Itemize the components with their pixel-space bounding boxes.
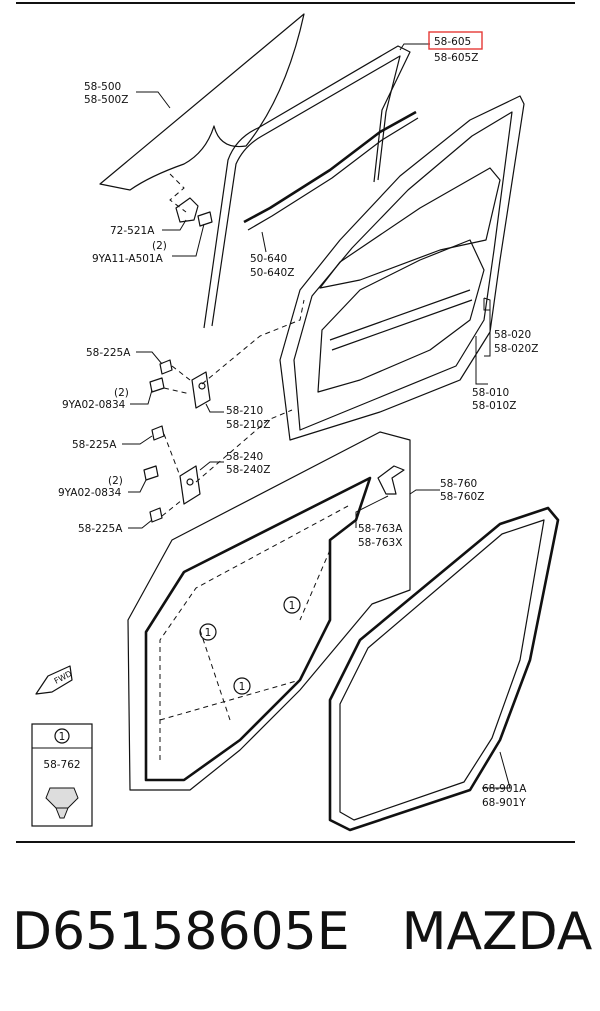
label-58-010z: 58-010Z bbox=[472, 400, 516, 412]
weatherstrip-panel-outline bbox=[127, 431, 411, 791]
bolt-58-225a-2 bbox=[151, 425, 165, 441]
label-qty-2c: (2) bbox=[108, 475, 123, 487]
brand-name: MAZDA bbox=[401, 902, 593, 962]
label-9ya11-a501a: 9YA11-A501A bbox=[92, 253, 164, 265]
label-50-640: 50-640 bbox=[250, 253, 287, 265]
clip-icon bbox=[45, 787, 79, 819]
bolt-9ya02-2 bbox=[143, 465, 159, 481]
hinge-upper-stud-dash2 bbox=[163, 387, 191, 395]
hinge-lower-stud-dash2 bbox=[161, 499, 183, 517]
label-68-901a: 68-901A bbox=[482, 783, 527, 795]
label-58-225a-3: 58-225A bbox=[78, 523, 123, 535]
hinge-upper-stud-dash bbox=[171, 365, 191, 381]
bolt-58-225a-3 bbox=[149, 507, 163, 523]
upper-hinge-leader bbox=[205, 403, 224, 413]
label-58-605: 58-605 bbox=[434, 36, 471, 48]
label-58-020z: 58-020Z bbox=[494, 343, 538, 355]
label-58-500z: 58-500Z bbox=[84, 94, 128, 106]
label-58-605z: 58-605Z bbox=[434, 52, 478, 64]
belt-moulding bbox=[243, 110, 417, 224]
opening-weatherstrip-leader bbox=[482, 751, 511, 789]
svg-text:1: 1 bbox=[289, 600, 296, 612]
bolt-58-225a-1 bbox=[159, 359, 173, 375]
label-qty-2a: (2) bbox=[152, 240, 167, 252]
upper-hinge-pin bbox=[198, 382, 206, 390]
bolt-9ya02-1-leader bbox=[130, 389, 153, 405]
callout-marker: 1 bbox=[199, 623, 217, 641]
bolt-leader bbox=[172, 223, 205, 257]
label-58-763a: 58-763A bbox=[358, 523, 403, 535]
door-inner-panel bbox=[317, 239, 485, 393]
lower-hinge bbox=[179, 465, 201, 505]
channel-leader bbox=[399, 43, 430, 51]
regulator-bracket bbox=[175, 197, 199, 223]
svg-text:1: 1 bbox=[205, 627, 212, 639]
callout-marker: 1 bbox=[233, 677, 251, 695]
bolt-9ya11 bbox=[197, 211, 213, 227]
weatherstrip-inner bbox=[144, 476, 372, 782]
svg-text:FWD: FWD bbox=[53, 669, 74, 686]
bolt-58-225a-2-leader bbox=[122, 435, 153, 445]
label-58-240: 58-240 bbox=[226, 451, 263, 463]
belt-moulding-inner bbox=[247, 117, 419, 231]
label-58-763x: 58-763X bbox=[358, 537, 402, 549]
label-58-225a-2: 58-225A bbox=[72, 439, 117, 451]
clip-58-763 bbox=[377, 465, 405, 495]
label-qty-2b: (2) bbox=[114, 387, 129, 399]
hinge-dashed-link-lower bbox=[195, 409, 293, 483]
lower-hinge-leader bbox=[199, 461, 224, 471]
label-58-240z: 58-240Z bbox=[226, 464, 270, 476]
door-glass bbox=[99, 13, 305, 191]
door-window-opening bbox=[319, 167, 501, 289]
label-58-010: 58-010 bbox=[472, 387, 509, 399]
lower-hinge-pin bbox=[186, 478, 194, 486]
label-72-521a: 72-521A bbox=[110, 225, 155, 237]
door-shell-outer bbox=[279, 95, 525, 441]
door-sub-leader bbox=[483, 298, 490, 311]
label-58-210z: 58-210Z bbox=[226, 419, 270, 431]
glass-leader bbox=[136, 91, 171, 109]
bolt-58-225a-1-leader bbox=[136, 351, 163, 365]
door-cross-beam bbox=[329, 289, 473, 351]
hinge-dashed-link-upper bbox=[201, 299, 305, 385]
clip-leader bbox=[355, 495, 389, 528]
upper-hinge bbox=[191, 371, 211, 409]
bolt-9ya02-1 bbox=[149, 377, 165, 393]
label-58-760: 58-760 bbox=[440, 478, 477, 490]
bolt-58-225a-3-leader bbox=[128, 519, 153, 529]
door-shell-inner bbox=[293, 111, 513, 431]
part-caption: D65158605E MAZDA bbox=[12, 902, 592, 962]
part-number: D65158605E bbox=[12, 902, 350, 962]
weatherstrip-leader bbox=[409, 489, 440, 495]
hinge-lower-stud-dash bbox=[163, 433, 181, 477]
label-58-760z: 58-760Z bbox=[440, 491, 484, 503]
belt-moulding-leader bbox=[261, 231, 267, 253]
svg-text:58-762: 58-762 bbox=[43, 759, 80, 771]
label-58-020: 58-020 bbox=[494, 329, 531, 341]
door-sub-bracket bbox=[483, 297, 491, 357]
bolt-9ya02-2-leader bbox=[128, 479, 147, 493]
label-9ya02-0834-1: 9YA02-0834 bbox=[62, 399, 126, 411]
glass-run-channel-inner bbox=[211, 55, 401, 327]
bracket-leader bbox=[162, 219, 187, 231]
label-58-210: 58-210 bbox=[226, 405, 263, 417]
label-58-225a-1: 58-225A bbox=[86, 347, 131, 359]
label-50-640z: 50-640Z bbox=[250, 267, 294, 279]
label-58-500: 58-500 bbox=[84, 81, 121, 93]
label-9ya02-0834-2: 9YA02-0834 bbox=[58, 487, 122, 499]
clip-legend-box: 1 58-762 bbox=[31, 723, 93, 827]
opening-weatherstrip-inner bbox=[339, 519, 545, 821]
glass-run-channel bbox=[203, 45, 411, 329]
svg-text:1: 1 bbox=[239, 681, 246, 693]
label-68-901y: 68-901Y bbox=[482, 797, 526, 809]
highlight-box bbox=[428, 31, 483, 50]
door-shell-leader bbox=[475, 336, 488, 385]
svg-text:1: 1 bbox=[59, 731, 66, 743]
opening-weatherstrip-outer bbox=[328, 506, 560, 832]
fwd-arrow-icon: FWD bbox=[35, 665, 74, 695]
weatherstrip-inner-dashes bbox=[159, 505, 349, 760]
callout-marker: 1 bbox=[283, 596, 301, 614]
